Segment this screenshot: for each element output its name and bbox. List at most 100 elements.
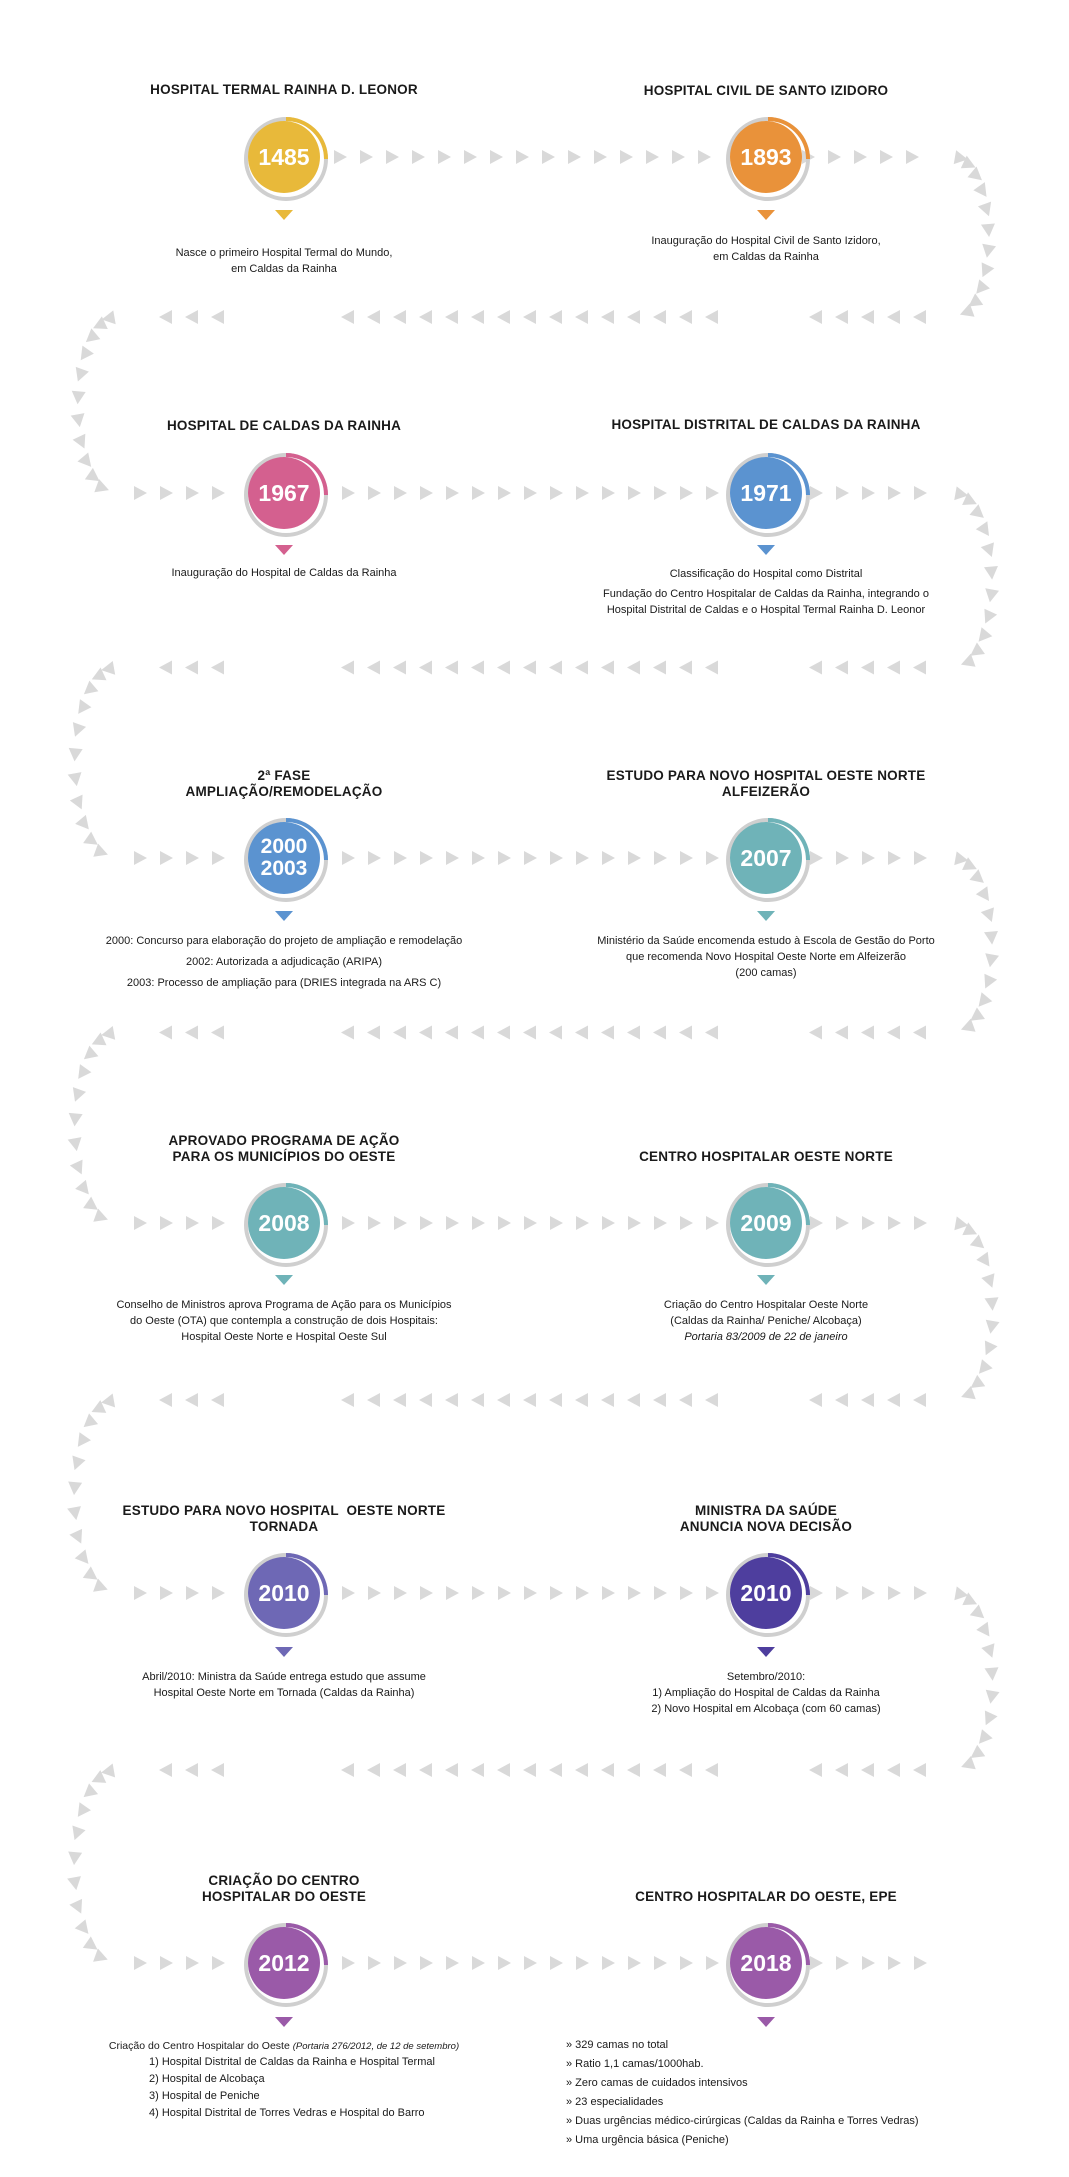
path-arrow [78,1064,92,1079]
path-arrow [497,1025,510,1040]
path-arrow [981,262,995,278]
path-arrow [186,1216,199,1230]
path-arrow [576,851,589,865]
path-arrow [862,851,875,865]
path-arrow [93,1208,108,1222]
path-arrow [601,1763,614,1777]
path-arrow [906,150,919,164]
path-arrow [887,660,900,675]
path-arrow [549,1025,562,1040]
path-arrow [185,660,198,675]
path-arrow [654,851,667,865]
path-arrow [836,1216,849,1230]
path-arrow [809,1025,822,1040]
path-arrow [706,1586,719,1600]
year-badge-circle [244,1923,328,2007]
path-arrow [334,150,347,164]
path-arrow [472,486,485,500]
path-arrow [953,150,968,165]
milestone-description: Ministério da Saúde encomenda estudo à E… [597,935,935,979]
path-arrow [601,310,614,324]
path-arrow [705,310,718,324]
path-arrow [412,150,425,164]
path-arrow [159,310,172,324]
path-arrow [523,660,536,675]
milestone-description: Classificação do Hospital como Distrital… [603,568,929,616]
path-arrow [861,1393,874,1407]
path-arrow [74,1919,89,1934]
path-arrow [976,1621,990,1637]
path-arrow [602,851,615,865]
path-arrow [497,310,510,324]
path-arrow [186,851,199,865]
path-arrow [654,486,667,500]
path-arrow [69,794,83,810]
path-arrow [446,1586,459,1600]
path-arrow [445,310,458,324]
path-arrow [75,366,89,382]
path-arrow [914,1216,927,1230]
path-arrow [836,1956,849,1970]
path-arrow [134,1216,147,1230]
path-arrow [420,486,433,500]
badge-arc [285,1183,328,1226]
path-arrow [498,1586,511,1600]
path-arrow [185,1763,198,1777]
path-arrow [342,1586,355,1600]
path-arrow [967,166,982,181]
path-arrow [419,660,432,675]
path-arrow [472,1586,485,1600]
path-arrow [976,1251,990,1267]
pointer-icon [757,1647,775,1657]
path-arrow [982,243,997,258]
path-arrow [977,201,992,217]
path-arrow [471,1393,484,1407]
path-arrow [446,486,459,500]
path-arrow [960,1018,976,1032]
path-arrow [809,660,822,675]
path-arrow [576,1956,589,1970]
path-arrow [160,1216,173,1230]
badge-fill [730,822,802,894]
path-arrow [464,150,477,164]
year-label: 2012 [258,1950,310,1976]
year-badge: 2012 [244,1923,328,2007]
path-arrow [159,660,172,675]
badge-fill [730,1927,802,1999]
path-arrow [160,486,173,500]
list-item: » Zero camas de cuidados intensivos [566,2077,748,2089]
year-badge-circle [244,117,328,201]
path-arrow [550,1586,563,1600]
path-arrow [654,1216,667,1230]
path-arrow [524,851,537,865]
path-arrow [679,1393,692,1407]
path-arrow [835,1025,848,1040]
year-badge-circle [726,1183,810,1267]
path-arrow [809,1393,822,1407]
path-arrow [212,486,225,500]
path-arrow [653,1763,666,1777]
path-arrow [101,1763,116,1778]
path-arrow [498,851,511,865]
badge-fill [248,1187,320,1259]
list-item: 4) Hospital Distrital de Torres Vedras e… [149,2107,425,2119]
year-badge-circle [244,453,328,537]
path-arrow [498,1956,511,1970]
path-arrow [970,642,985,656]
path-arrow [93,316,108,330]
path-arrow [550,851,563,865]
path-arrow [680,1956,693,1970]
path-arrow [980,223,995,238]
path-arrow [978,627,993,642]
path-arrow [828,150,841,164]
path-arrow [368,1586,381,1600]
milestone-list: » 329 camas no total » Ratio 1,1 camas/1… [566,2036,1006,2150]
path-arrow [706,851,719,865]
year-badge: 2008 [244,1183,328,1267]
path-arrow [627,1025,640,1040]
path-arrow [77,1432,91,1447]
list-item: » Uma urgência básica (Peniche) [566,2134,729,2146]
path-arrow [419,310,432,324]
